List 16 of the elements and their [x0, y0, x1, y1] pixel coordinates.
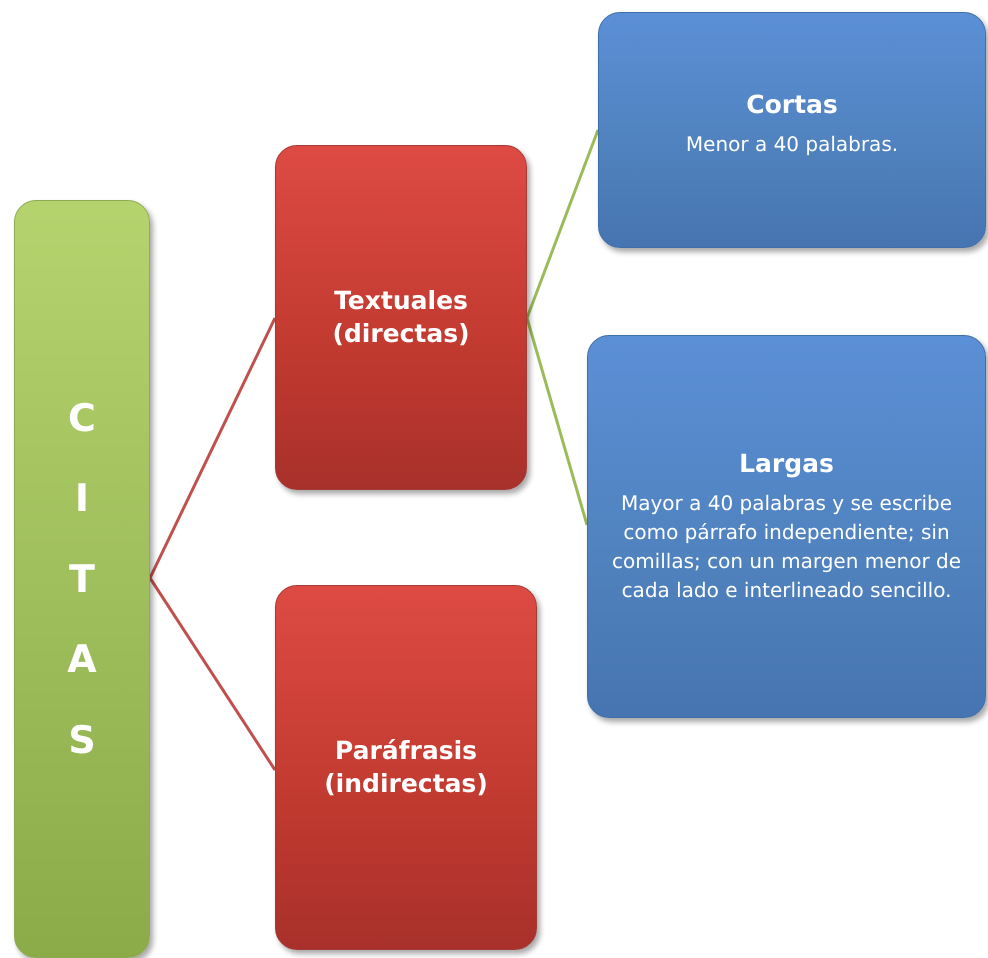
- box-description: Mayor a 40 palabras y se escribe como párrafo independiente; sin comillas; con un margen menor de cada lado e interlineado sencillo.: [610, 490, 962, 604]
- connector-line: [526, 129, 600, 319]
- rounded-box: [598, 12, 986, 248]
- box-label: Textuales (directas): [331, 285, 471, 350]
- rounded-box: [275, 145, 527, 490]
- box-heading: Largas: [739, 448, 834, 480]
- connector-line: [148, 317, 276, 579]
- vertical-title: CITAS: [66, 394, 98, 764]
- rounded-box: [587, 335, 986, 718]
- connector-line: [148, 577, 276, 771]
- rounded-box: [275, 585, 537, 950]
- box-description: Menor a 40 palabras.: [686, 130, 898, 158]
- box-label: Paráfrasis (indirectas): [323, 735, 489, 800]
- box-heading: Cortas: [746, 89, 838, 121]
- connector-line: [526, 318, 588, 526]
- rounded-box: [14, 200, 150, 958]
